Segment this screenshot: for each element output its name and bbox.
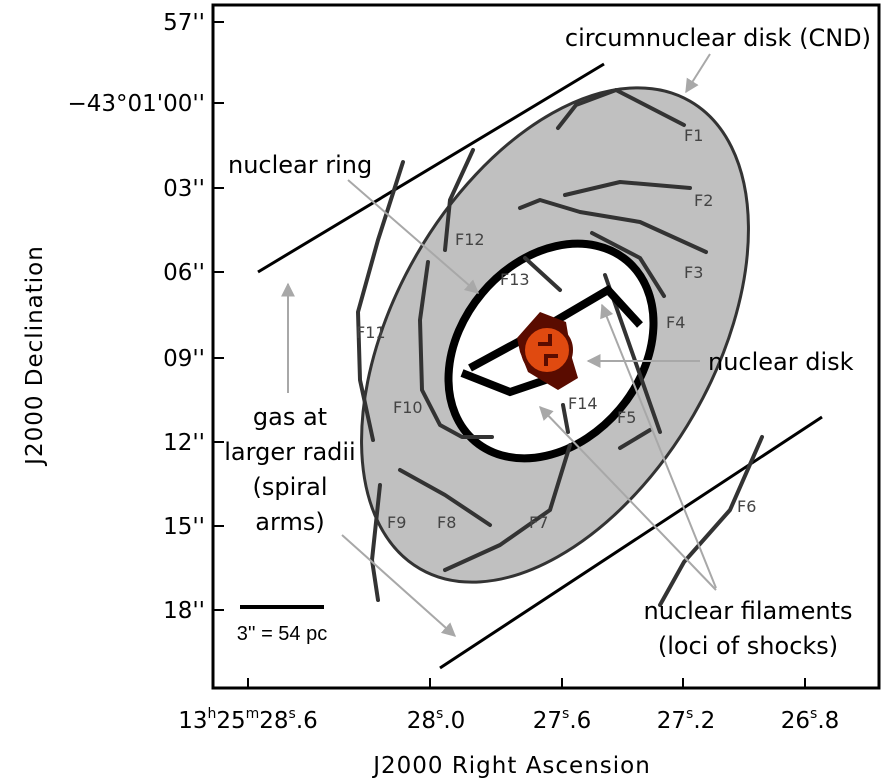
filament-F10: [418, 260, 494, 439]
label-gas-3: (spiral: [252, 473, 327, 501]
annotation-arrows: [281, 53, 717, 637]
y-tick-label: 18'': [163, 598, 205, 624]
filament-labels: F1 F2 F3 F4 F5 F6 F7 F8 F9 F10 F11 F12 F…: [356, 126, 756, 532]
filament-label: F11: [356, 323, 386, 342]
filament-F1: [556, 88, 686, 130]
filament-label: F2: [694, 191, 713, 210]
filament-label: F7: [529, 513, 548, 532]
y-tick-label: 57'': [163, 10, 205, 36]
filament-label: F8: [437, 513, 456, 532]
outer-arm-line-lower: [439, 415, 823, 670]
filament-label: F14: [568, 394, 598, 413]
filament-label: F6: [737, 497, 756, 516]
filament-label: F9: [387, 513, 406, 532]
filament-F7: [443, 443, 572, 572]
y-tick-label: 12'': [163, 430, 205, 456]
filament-F14: [561, 403, 570, 434]
y-tick-label: −43°01'00'': [67, 91, 205, 117]
label-cnd: circumnuclear disk (CND): [565, 24, 871, 52]
filament-label: F4: [666, 313, 685, 332]
filament-label: F12: [455, 230, 485, 249]
filament-label: F3: [684, 263, 703, 282]
x-tick-label: 27s.2: [657, 706, 716, 734]
x-tick-label: 27s.6: [533, 706, 592, 734]
label-filaments-1: nuclear filaments: [643, 597, 852, 625]
y-tick-label: 09'': [163, 346, 205, 372]
inner-bar-upper: [468, 284, 643, 372]
filament-F6: [658, 435, 764, 607]
filament-F5b: [618, 428, 652, 450]
x-tick-marks: [247, 678, 806, 688]
y-tick-label: 06'': [163, 260, 205, 286]
filament-label: F13: [500, 270, 530, 289]
label-nuclear-ring: nuclear ring: [228, 151, 372, 179]
x-axis-title: J2000 Right Ascension: [371, 753, 651, 779]
label-gas-4: arms): [255, 508, 324, 536]
scale-bar-label: 3'' = 54 pc: [237, 623, 327, 645]
filament-label: F1: [684, 126, 703, 145]
label-nuclear-disk: nuclear disk: [708, 348, 854, 376]
filament-F4: [590, 231, 666, 298]
x-tick-label: 26s.8: [781, 706, 840, 734]
x-tick-label: 13h25m28s.6: [178, 706, 318, 734]
y-tick-label: 15'': [163, 514, 205, 540]
filament-F12: [443, 148, 475, 252]
filament-label: F5: [617, 408, 636, 427]
filament-F3: [518, 198, 708, 254]
label-filaments-2: (loci of shocks): [658, 632, 838, 660]
filament-F2: [563, 180, 692, 197]
y-axis-title: J2000 Declination: [22, 245, 48, 467]
filament-F8: [398, 468, 492, 527]
outer-arm-line-upper: [257, 62, 605, 274]
x-tick-label: 28s.0: [407, 706, 466, 734]
nuclear-disk-blob: [517, 312, 578, 390]
filament-label: F10: [393, 398, 423, 417]
label-gas-2: larger radii: [224, 438, 355, 466]
y-tick-marks: [213, 21, 224, 611]
label-gas-1: gas at: [253, 403, 327, 431]
y-tick-label: 03'': [163, 176, 205, 202]
filament-F9: [370, 483, 382, 602]
filament-F13: [523, 256, 562, 292]
